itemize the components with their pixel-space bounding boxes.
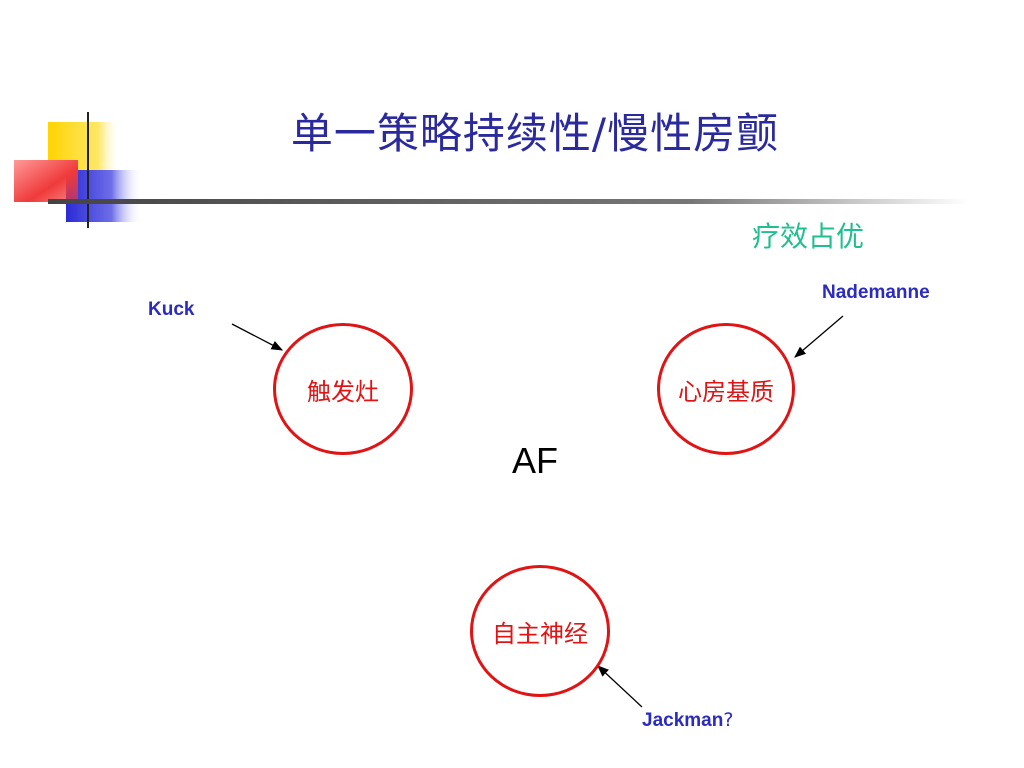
author-kuck: Kuck xyxy=(148,299,195,320)
node-trigger-focus-label: 触发灶 xyxy=(307,377,379,406)
logo-red-square xyxy=(14,160,78,202)
arrow-nademanne xyxy=(794,315,844,358)
slide-subtitle: 疗效占优 xyxy=(752,220,865,253)
node-trigger-focus: 触发灶 xyxy=(273,323,413,455)
arrow-jackman xyxy=(597,665,643,708)
title-rule xyxy=(48,199,968,204)
node-autonomic-nerve-label: 自主神经 xyxy=(492,619,588,648)
arrow-kuck xyxy=(231,323,284,351)
node-atrial-substrate-label: 心房基质 xyxy=(678,377,774,406)
node-autonomic-nerve: 自主神经 xyxy=(470,565,610,697)
center-label-af: AF xyxy=(512,440,559,481)
author-jackman: Jackman? xyxy=(642,709,734,731)
author-nademanne: Nademanne xyxy=(822,282,930,303)
slide-title: 单一策略持续性/慢性房颤 xyxy=(290,109,780,158)
logo-blue-square xyxy=(66,170,142,222)
node-atrial-substrate: 心房基质 xyxy=(657,323,795,455)
author-jackman-suffix: ? xyxy=(723,709,734,731)
